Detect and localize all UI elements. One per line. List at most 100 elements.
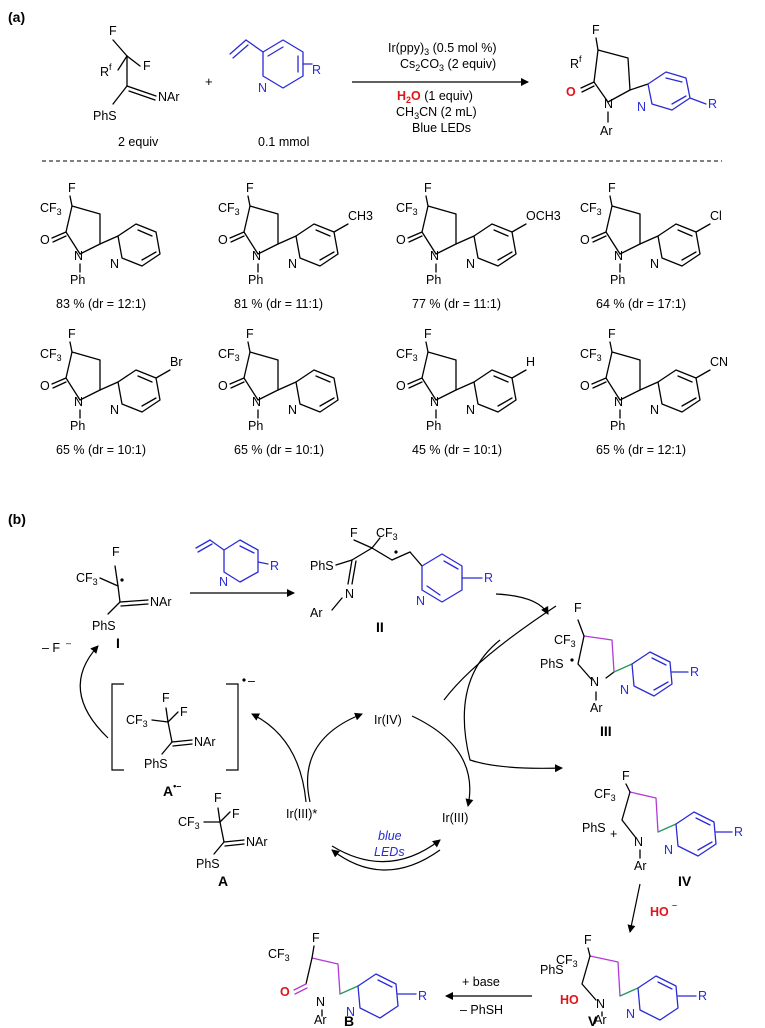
reagent2-amount: 0.1 mmol <box>258 135 309 149</box>
svg-text:O: O <box>580 233 590 247</box>
product-substituent: CH3 <box>348 209 373 223</box>
svg-text:N: N <box>416 594 425 608</box>
product-yield: 45 % (dr = 10:1) <box>412 443 502 457</box>
svg-text:F: F <box>162 691 170 705</box>
svg-text:F: F <box>246 327 254 341</box>
product-substituent: H <box>526 355 535 369</box>
product-substituent: OCH3 <box>526 209 561 223</box>
svg-text:F: F <box>214 791 222 805</box>
svg-text:Ph: Ph <box>610 273 625 287</box>
product-yield: 83 % (dr = 12:1) <box>56 297 146 311</box>
svg-text:N: N <box>620 683 629 697</box>
svg-text:+: + <box>610 827 617 841</box>
ir-iv: Ir(IV) <box>374 713 402 727</box>
intermediate-V: F CF3 PhS HO N Ar N R V <box>540 933 707 1028</box>
svg-text:PhS: PhS <box>93 109 117 123</box>
svg-text:R: R <box>734 825 743 839</box>
svg-text:R: R <box>418 989 427 1003</box>
svg-text:O: O <box>566 85 576 99</box>
svg-text:N: N <box>626 1007 635 1021</box>
plus-sign: + <box>205 74 213 89</box>
svg-text:F: F <box>312 931 320 945</box>
label-IV: IV <box>678 873 692 889</box>
svg-text:PhS: PhS <box>196 857 220 871</box>
svg-text:O: O <box>280 985 290 999</box>
svg-text:Ph: Ph <box>70 273 85 287</box>
svg-text:F: F <box>246 181 254 195</box>
svg-text:Ar: Ar <box>600 124 613 138</box>
reaction-conditions: Ir(ppy)3 (0.5 mol %) Cs2CO3 (2 equiv) H2… <box>352 41 529 135</box>
product-yield: 64 % (dr = 17:1) <box>596 297 686 311</box>
light-leds: LEDs <box>374 845 405 859</box>
svg-text:N: N <box>664 843 673 857</box>
svg-text:O: O <box>580 379 590 393</box>
svg-text:CF3: CF3 <box>178 815 200 831</box>
base-add: + base <box>462 975 500 989</box>
svg-text:R: R <box>708 97 717 111</box>
svg-text:N: N <box>596 997 605 1011</box>
svg-text:F: F <box>143 59 151 73</box>
label-A: A <box>218 873 228 889</box>
svg-text:F: F <box>350 526 358 540</box>
svg-text:CF3: CF3 <box>580 347 602 363</box>
svg-text:CF3: CF3 <box>556 953 578 969</box>
svg-text:N: N <box>614 395 623 409</box>
svg-text:CH3CN (2 mL): CH3CN (2 mL) <box>396 105 477 121</box>
svg-text:CF3: CF3 <box>554 633 576 649</box>
svg-text:O: O <box>396 233 406 247</box>
svg-text:O: O <box>218 233 228 247</box>
label-V: V <box>588 1013 598 1028</box>
svg-text:F: F <box>232 807 240 821</box>
light-blue: blue <box>378 829 402 843</box>
product-yield: 65 % (dr = 10:1) <box>56 443 146 457</box>
svg-text:Ar: Ar <box>594 1013 607 1027</box>
svg-text:Ar: Ar <box>314 1013 327 1027</box>
svg-text:N: N <box>252 249 261 263</box>
svg-text:N: N <box>430 395 439 409</box>
svg-text:CF3: CF3 <box>40 347 62 363</box>
svg-text:CF3: CF3 <box>76 571 98 587</box>
svg-text:PhS: PhS <box>540 657 564 671</box>
label-III: III <box>600 723 612 739</box>
svg-text:–: – <box>248 674 255 688</box>
label-I: I <box>116 635 120 651</box>
panel-label-a: (a) <box>8 9 25 25</box>
svg-text:CF3: CF3 <box>396 347 418 363</box>
svg-text:R: R <box>698 989 707 1003</box>
hydroxide: HO <box>650 905 669 919</box>
svg-text:R: R <box>484 571 493 585</box>
svg-text:N: N <box>258 81 267 95</box>
svg-text:N: N <box>74 395 83 409</box>
svg-text:NAr: NAr <box>158 90 180 104</box>
svg-text:N: N <box>650 403 659 417</box>
svg-text:Blue LEDs: Blue LEDs <box>412 121 471 135</box>
label-B: B <box>344 1013 354 1028</box>
svg-text:CF3: CF3 <box>580 201 602 217</box>
svg-text:N: N <box>346 1005 355 1019</box>
product-yield: 65 % (dr = 10:1) <box>234 443 324 457</box>
radical-anion-A: – F F CF3 NAr PhS A•– <box>111 674 255 799</box>
svg-text:CF3: CF3 <box>396 201 418 217</box>
svg-text:N: N <box>345 587 354 601</box>
svg-text:F: F <box>180 705 188 719</box>
svg-text:CF3: CF3 <box>268 947 290 963</box>
svg-text:O: O <box>40 233 50 247</box>
product-substituent: Cl <box>710 209 722 223</box>
svg-text:CF3: CF3 <box>126 713 148 729</box>
svg-text:N: N <box>650 257 659 271</box>
svg-text:N: N <box>430 249 439 263</box>
svg-text:Ph: Ph <box>248 273 263 287</box>
label-II: II <box>376 619 384 635</box>
svg-text:F: F <box>608 327 616 341</box>
svg-text:PhS: PhS <box>310 559 334 573</box>
svg-text:H2O (1 equiv): H2O (1 equiv) <box>397 89 473 105</box>
svg-text:CF3: CF3 <box>218 347 240 363</box>
svg-text:N: N <box>219 575 228 589</box>
svg-text:F: F <box>112 545 120 559</box>
